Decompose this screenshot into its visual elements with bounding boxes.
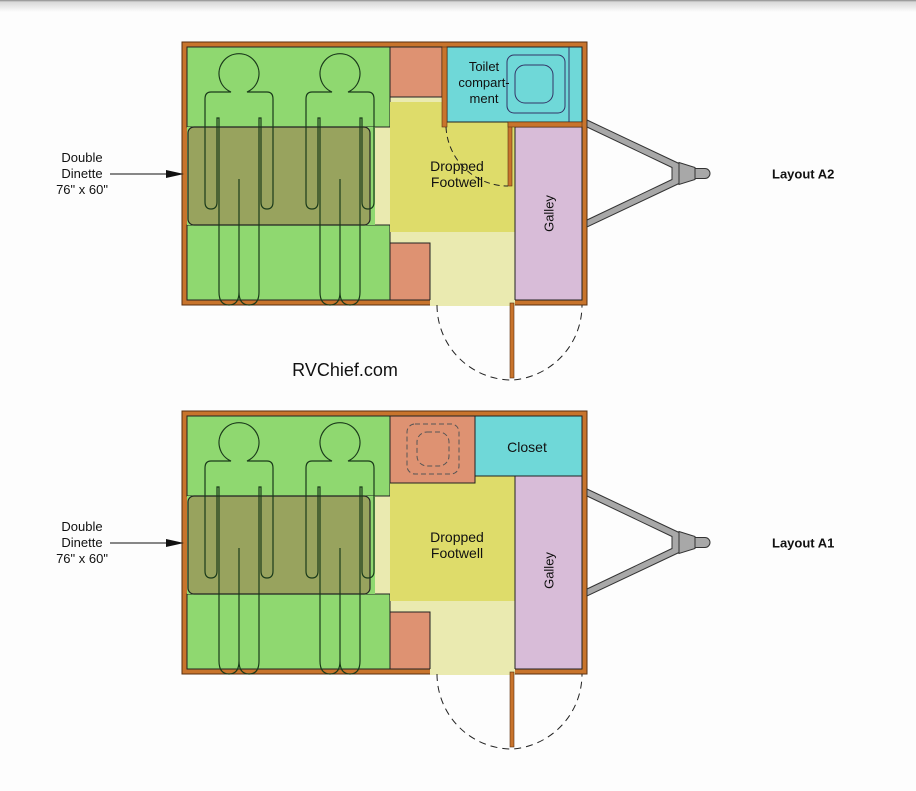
cassette-toilet-icon [406, 423, 460, 475]
toilet-door-jamb [507, 121, 513, 187]
seat-top [389, 46, 443, 98]
dinette-label: Dinette [61, 535, 102, 550]
layout-name: Layout A1 [772, 536, 834, 551]
entry-door-panel [509, 671, 515, 748]
toilet-compartment-label: compart- [458, 75, 509, 90]
toilet-wall-left [441, 46, 448, 128]
hitch-coupler [678, 161, 696, 186]
seat-bottom [389, 242, 431, 301]
closet-label: Closet [507, 439, 547, 455]
toilet-compartment-label: Toilet [469, 59, 500, 74]
bed-cushion-top [186, 415, 391, 497]
toilet-wall-bottom [507, 121, 583, 128]
dinette-label: Double [61, 150, 102, 165]
entry-door-swing [436, 673, 583, 750]
trailer-tongue [586, 488, 680, 597]
dinette-table [187, 495, 371, 595]
galley-label: Galley [542, 552, 557, 589]
dropped-footwell [390, 471, 515, 601]
hitch-ball-icon [694, 537, 711, 548]
dinette-table [187, 126, 371, 226]
closet [474, 415, 583, 477]
footwell-label: Footwell [431, 545, 483, 561]
dinette-label: 76" x 60" [56, 182, 108, 197]
footwell-label: Dropped [430, 529, 484, 545]
person-outline-icon [204, 422, 274, 675]
toilet-icon [506, 54, 566, 114]
doorway-opening [430, 300, 515, 306]
galley-label: Galley [542, 195, 557, 232]
dinette-label: Dinette [61, 166, 102, 181]
dropped-footwell [390, 102, 515, 232]
dinette-label: Double [61, 519, 102, 534]
toilet-compartment-label: ment [470, 91, 499, 106]
entry-door-panel [509, 302, 515, 379]
seat-top-with-toilet [389, 415, 476, 484]
layout-name: Layout A2 [772, 167, 834, 182]
entry-door-swing [436, 304, 583, 381]
hitch-coupler [678, 530, 696, 555]
person-outline-icon [305, 53, 375, 306]
person-outline-icon [305, 422, 375, 675]
bed-cushion-top [186, 46, 391, 128]
galley-counter [514, 126, 583, 301]
footwell-label: Dropped [430, 158, 484, 174]
seat-bottom [389, 611, 431, 670]
footwell-label: Footwell [431, 174, 483, 190]
arrow-head-icon [166, 170, 184, 178]
hitch-ball-icon [694, 168, 711, 179]
watermark-text: RVChief.com [292, 360, 398, 380]
bed-cushion-bottom [186, 593, 391, 670]
arrow-head-icon [166, 539, 184, 547]
toilet-bowl-icon [514, 64, 554, 104]
person-outline-icon [204, 53, 274, 306]
doorway-opening [430, 669, 515, 675]
dinette-label: 76" x 60" [56, 551, 108, 566]
window-top-shadow [0, 0, 916, 12]
toilet-seat-icon [416, 431, 450, 467]
galley-counter [514, 471, 583, 670]
toilet-door-swing [445, 126, 509, 187]
trailer-tongue [586, 119, 680, 228]
